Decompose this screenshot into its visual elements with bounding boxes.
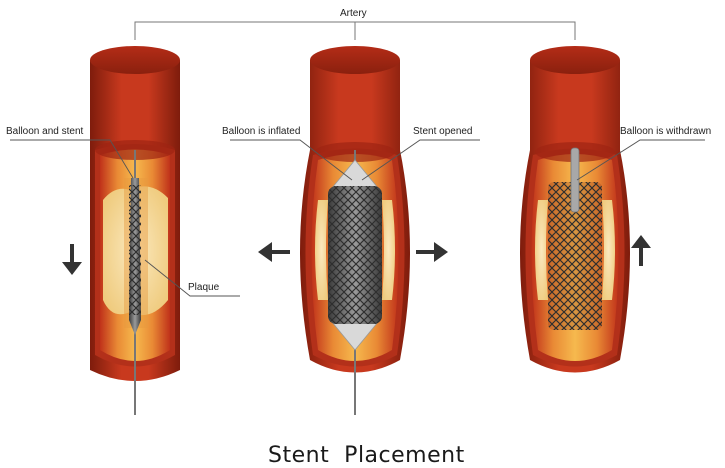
vessel-balloon-inflated: [300, 46, 410, 415]
arrow-up-icon: [631, 235, 651, 266]
artery-callout: Artery: [134, 8, 576, 40]
arrow-down-icon: [62, 244, 82, 275]
vessel-balloon-withdrawn: [520, 46, 630, 373]
arrow-right-icon: [416, 242, 448, 262]
diagram-title: Stent Placement: [268, 443, 465, 468]
callouts: [10, 139, 705, 297]
label-balloon-withdrawn: Balloon is withdrawn: [620, 126, 711, 137]
label-stent-opened: Stent opened: [413, 126, 473, 137]
artery-label: Artery: [340, 8, 367, 19]
vessel-balloon-and-stent: [90, 46, 180, 415]
plaque-right: [382, 200, 395, 300]
plaque-left-withdrawn: [535, 200, 548, 300]
withdrawn-catheter: [570, 147, 580, 213]
label-balloon-inflated: Balloon is inflated: [222, 126, 300, 137]
label-balloon-and-stent: Balloon and stent: [6, 126, 84, 137]
arrow-left-icon: [258, 242, 290, 262]
plaque-left: [315, 200, 328, 300]
plaque-right-withdrawn: [602, 200, 615, 300]
label-plaque: Plaque: [188, 282, 220, 293]
